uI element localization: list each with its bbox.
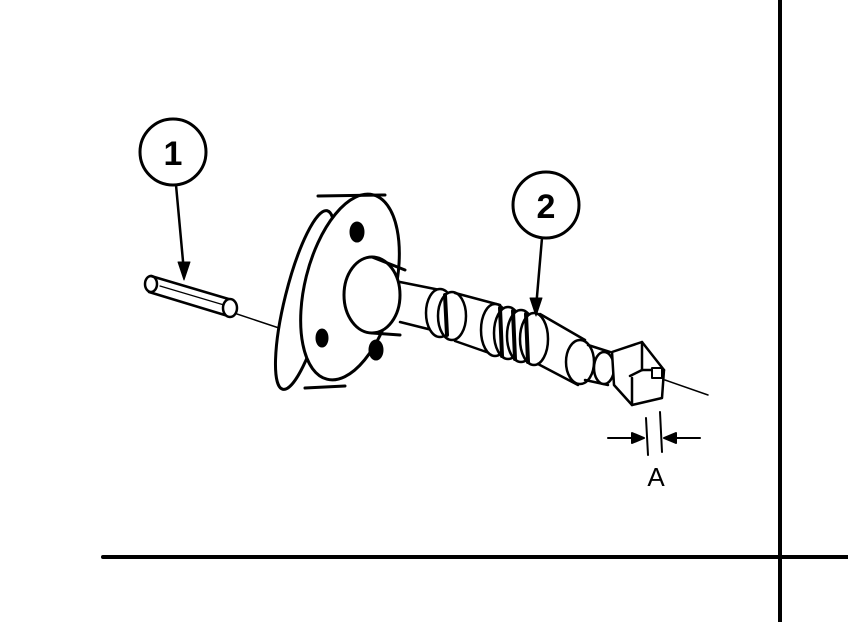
shaft <box>398 280 666 407</box>
callout-label-1: 1 <box>164 135 183 173</box>
dimension-label: A <box>647 462 665 492</box>
callout-circle-2 <box>511 170 581 240</box>
pin <box>143 274 239 319</box>
callout-arrowhead-2 <box>529 297 543 317</box>
dimension-a-marker <box>607 411 701 456</box>
flange-bolt-hole <box>368 339 384 361</box>
callout-leader-2 <box>534 236 544 310</box>
flange <box>273 192 407 391</box>
flange-bolt-hole <box>315 328 329 348</box>
callout-label-2: 2 <box>537 188 556 226</box>
callout-circle-1 <box>138 117 208 187</box>
flange-bolt-hole <box>349 221 365 243</box>
callout-leader-1 <box>174 183 186 274</box>
callout-arrowhead-1 <box>177 261 191 281</box>
center-line-right <box>664 379 709 396</box>
